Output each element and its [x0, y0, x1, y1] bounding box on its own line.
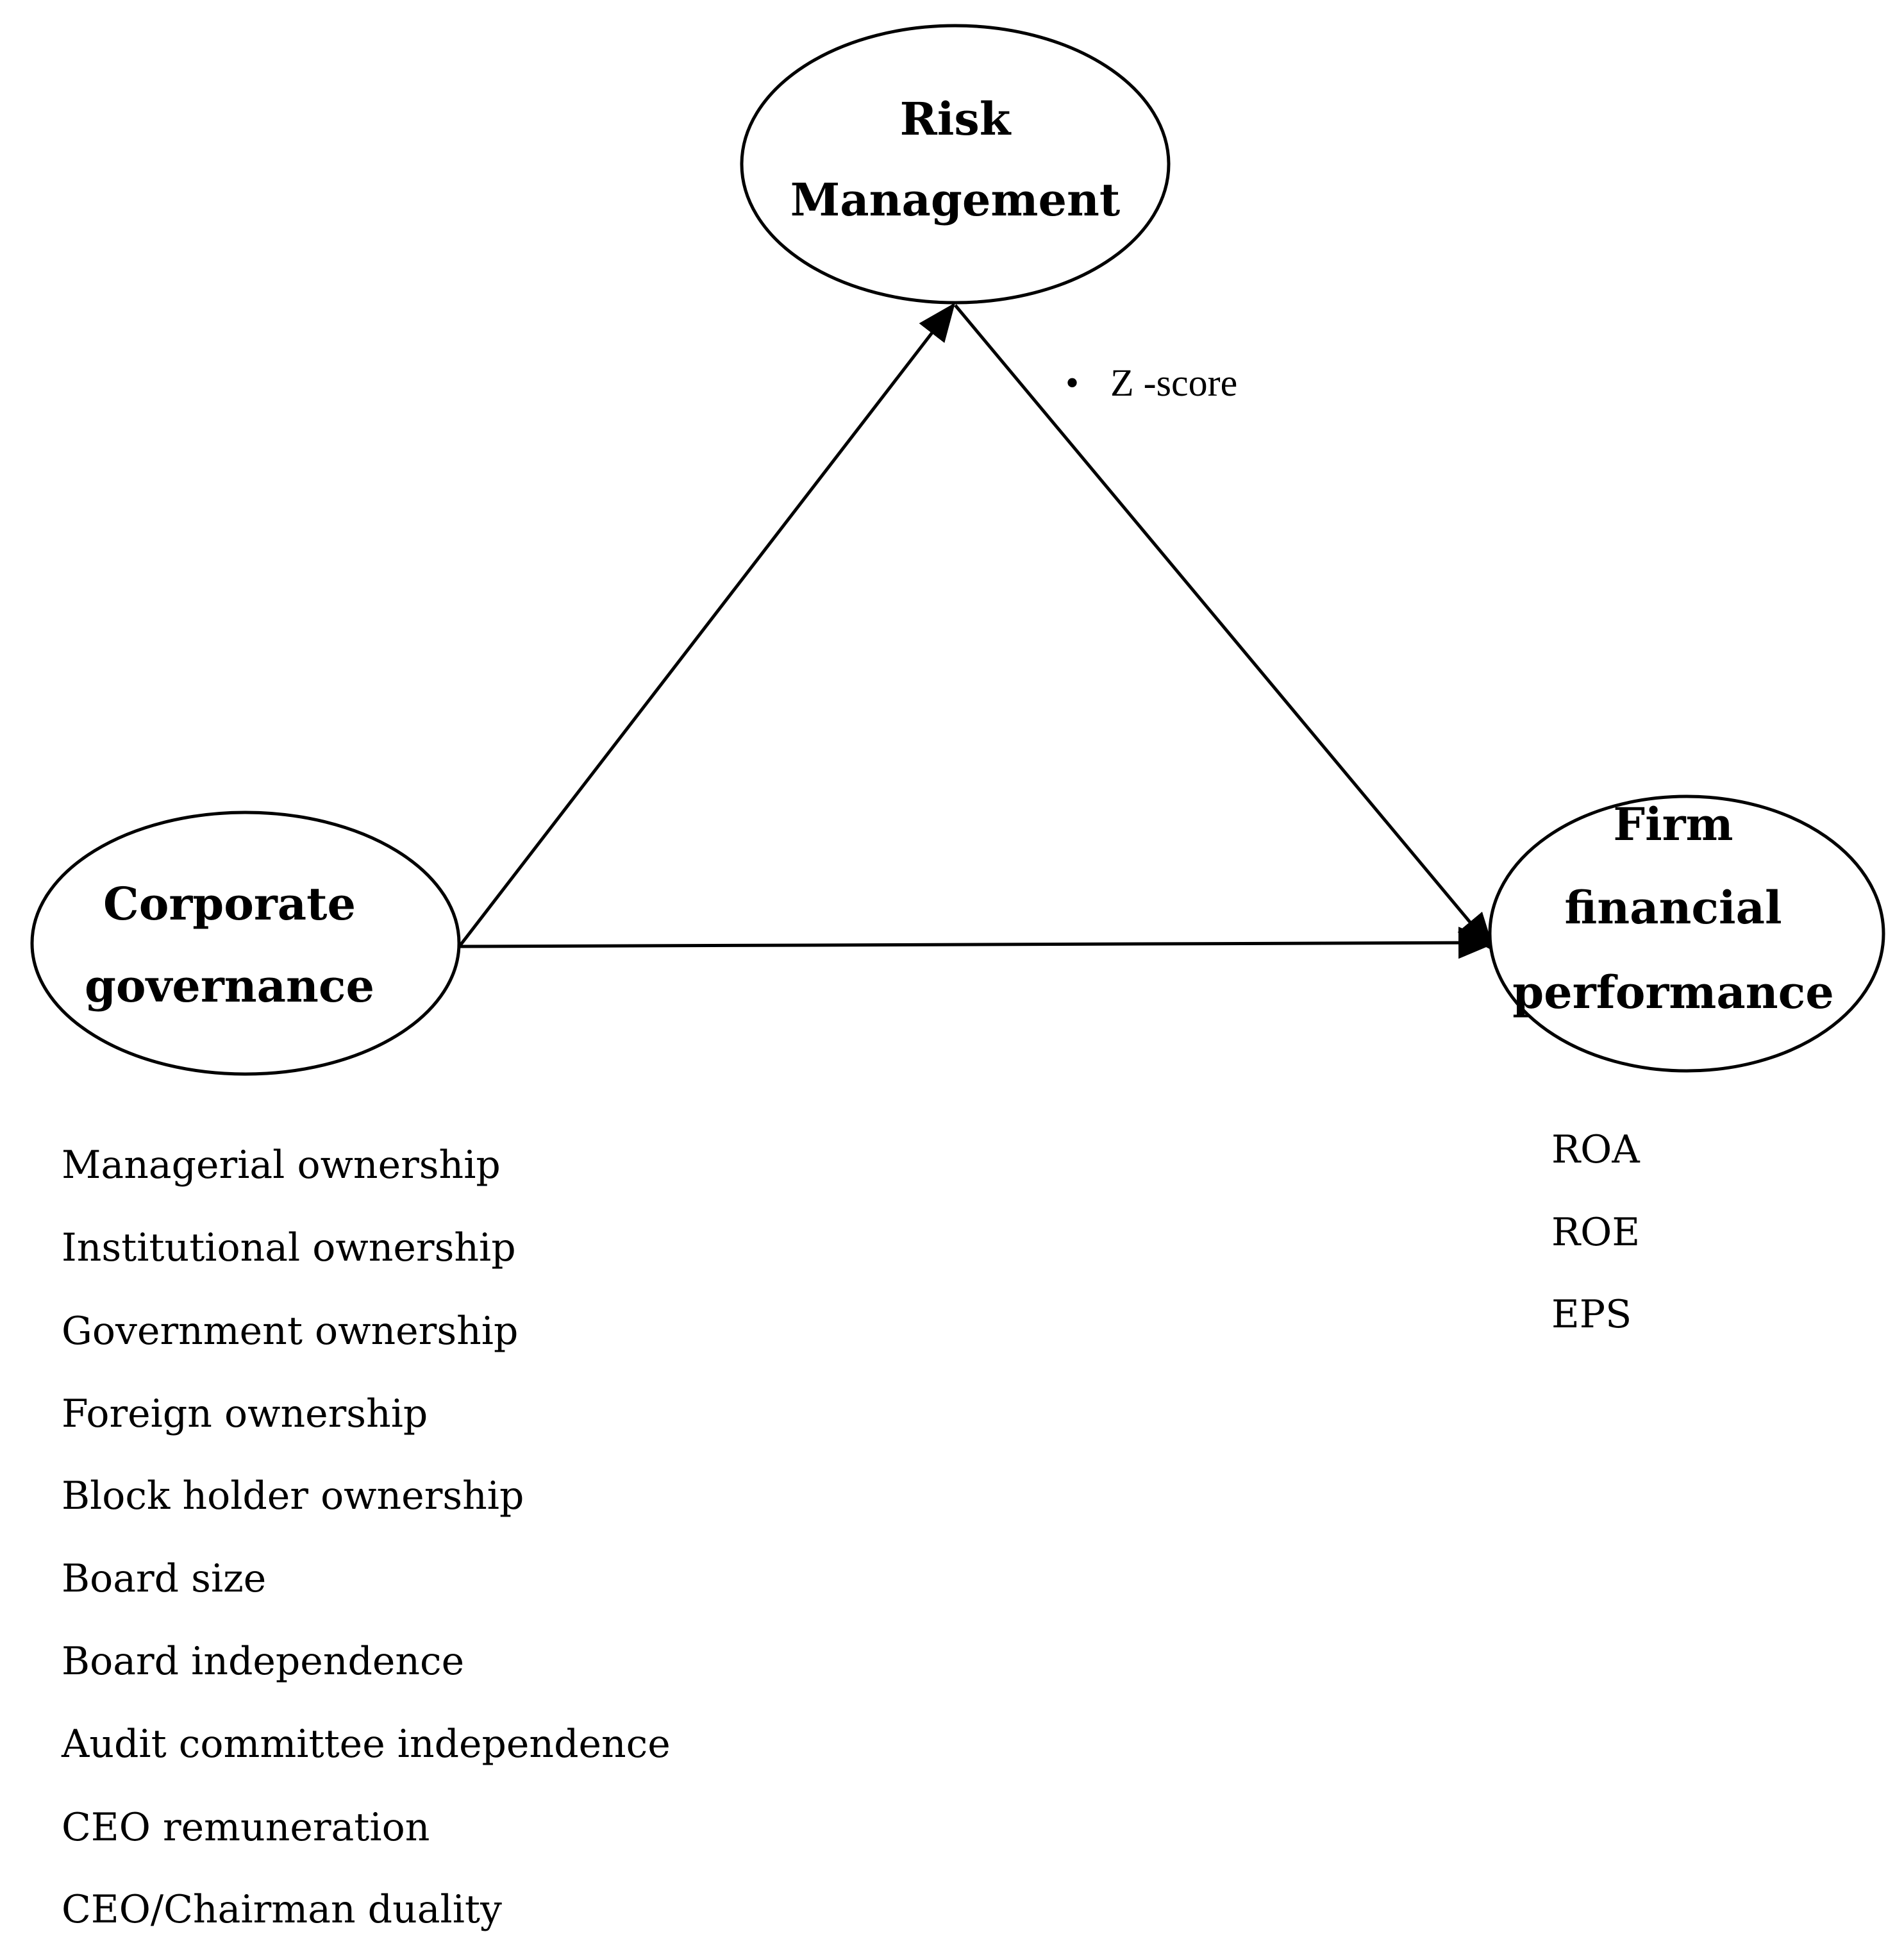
risk-indicator-bullet: • [1065, 362, 1079, 404]
risk-management-label-line2: Management [790, 173, 1120, 226]
risk-management-ellipse [740, 24, 1171, 305]
governance-measure-item: Institutional ownership [62, 1225, 516, 1270]
governance-measure-item: Foreign ownership [62, 1391, 428, 1436]
risk-management-node: Risk Management [740, 24, 1171, 305]
risk-indicator: • Z -score [1065, 362, 1237, 404]
performance-measure-item: EPS [1551, 1292, 1632, 1337]
governance-measure-item: Board size [62, 1556, 266, 1601]
governance-measure-item: CEO/Chairman duality [62, 1887, 502, 1932]
governance-measure-item: Block holder ownership [62, 1474, 524, 1518]
arrow-governance-to-risk [459, 303, 956, 946]
governance-measure-item: Audit committee independence [61, 1722, 671, 1767]
performance-measures-list: ROA ROE EPS [1551, 1127, 1640, 1337]
governance-measure-item: Government ownership [62, 1309, 518, 1354]
firm-performance-node: Firm financial performance [1488, 794, 1885, 1073]
performance-measure-item: ROE [1551, 1210, 1640, 1255]
firm-performance-ellipse [1488, 794, 1885, 1073]
governance-measure-item: Board independence [62, 1639, 464, 1684]
governance-measures-list: Managerial ownership Institutional owner… [61, 1143, 671, 1932]
corporate-governance-label-line2: governance [85, 959, 374, 1013]
governance-measure-item: Managerial ownership [62, 1143, 501, 1188]
corporate-governance-label-line1: Corporate [103, 877, 356, 930]
corporate-governance-node: Corporate governance [30, 811, 461, 1076]
performance-measure-item: ROA [1551, 1127, 1640, 1172]
risk-management-label-line1: Risk [900, 92, 1012, 146]
firm-performance-label-line2: financial [1564, 881, 1782, 934]
risk-indicator-text: Z -score [1110, 362, 1237, 404]
arrow-governance-to-performance [460, 927, 1497, 959]
governance-measure-item: CEO remuneration [62, 1805, 430, 1850]
arrow-risk-to-performance [954, 304, 1495, 952]
corporate-governance-ellipse [30, 811, 461, 1076]
firm-performance-label-line3: performance [1512, 966, 1834, 1019]
firm-performance-label-line1: Firm [1613, 798, 1733, 851]
